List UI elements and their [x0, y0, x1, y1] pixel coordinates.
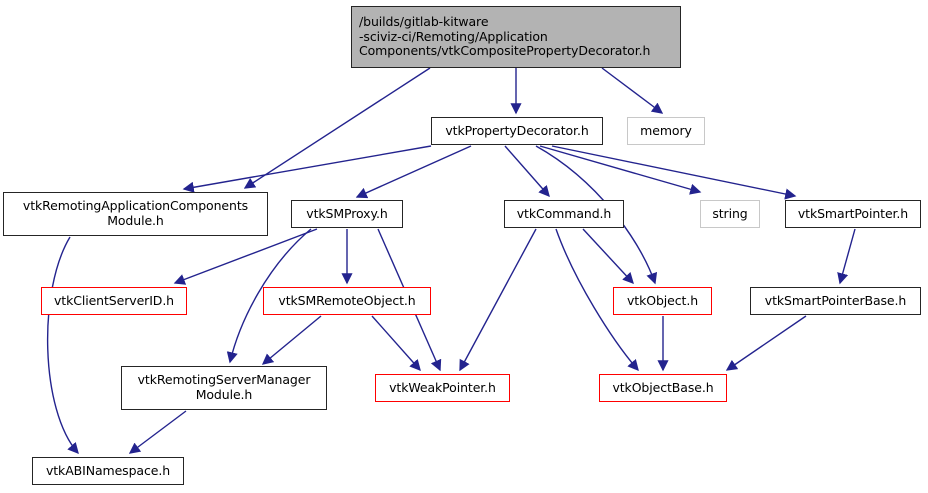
graph-node-objectBase[interactable]: vtkObjectBase.h	[599, 374, 727, 402]
graph-edge-property-decorator-to-string	[539, 145, 702, 195]
graph-edge-command-to-weakpointer	[459, 228, 537, 372]
graph-edge-command-to-object	[582, 228, 634, 285]
graph-node-remotingApplicationComponentsModule[interactable]: vtkRemotingApplicationComponents Module.…	[3, 192, 268, 236]
graph-node-abiNamespace[interactable]: vtkABINamespace.h	[32, 457, 184, 485]
graph-node-smartPointerBase[interactable]: vtkSmartPointerBase.h	[750, 287, 921, 315]
graph-node-clientServerID[interactable]: vtkClientServerID.h	[41, 287, 187, 315]
graph-node-remotingServerManagerModule[interactable]: vtkRemotingServerManager Module.h	[121, 366, 327, 410]
graph-edge-remoting-servermanager-to-abinamespace	[128, 410, 187, 454]
graph-edge-remoting-module-to-abinamespace	[46, 236, 79, 455]
graph-node-propertyDecorator[interactable]: vtkPropertyDecorator.h	[431, 117, 603, 145]
graph-node-smRemoteObject[interactable]: vtkSMRemoteObject.h	[263, 287, 431, 315]
graph-node-command[interactable]: vtkCommand.h	[504, 200, 624, 228]
graph-node-object[interactable]: vtkObject.h	[613, 287, 712, 315]
graph-node-string[interactable]: string	[700, 200, 760, 228]
graph-edge-smartpointer-to-smartpointerbase	[837, 228, 856, 285]
graph-edge-smartpointerbase-to-objectbase	[725, 315, 807, 371]
graph-node-weakPointer[interactable]: vtkWeakPointer.h	[375, 374, 510, 402]
graph-node-smartPointer[interactable]: vtkSmartPointer.h	[785, 200, 921, 228]
graph-node-memory[interactable]: memory	[627, 117, 705, 145]
graph-edge-root-to-remoting-module	[243, 67, 431, 189]
graph-edge-property-decorator-to-command	[504, 145, 550, 198]
graph-edge-smremoteobject-to-remoting-servermanager	[261, 315, 322, 365]
graph-edge-root-to-memory	[601, 67, 664, 114]
graph-node-smProxy[interactable]: vtkSMProxy.h	[291, 200, 403, 228]
graph-edge-property-decorator-to-smproxy	[355, 145, 472, 199]
graph-edge-smremoteobject-to-weakpointer	[371, 315, 421, 372]
graph-edge-property-decorator-to-remoting-module	[182, 145, 432, 193]
graph-node-root[interactable]: /builds/gitlab-kitware -sciviz-ci/Remoti…	[351, 6, 681, 68]
graph-edge-smproxy-to-clientserverid	[173, 228, 318, 285]
graph-edge-property-decorator-to-smartpointer	[551, 145, 797, 200]
